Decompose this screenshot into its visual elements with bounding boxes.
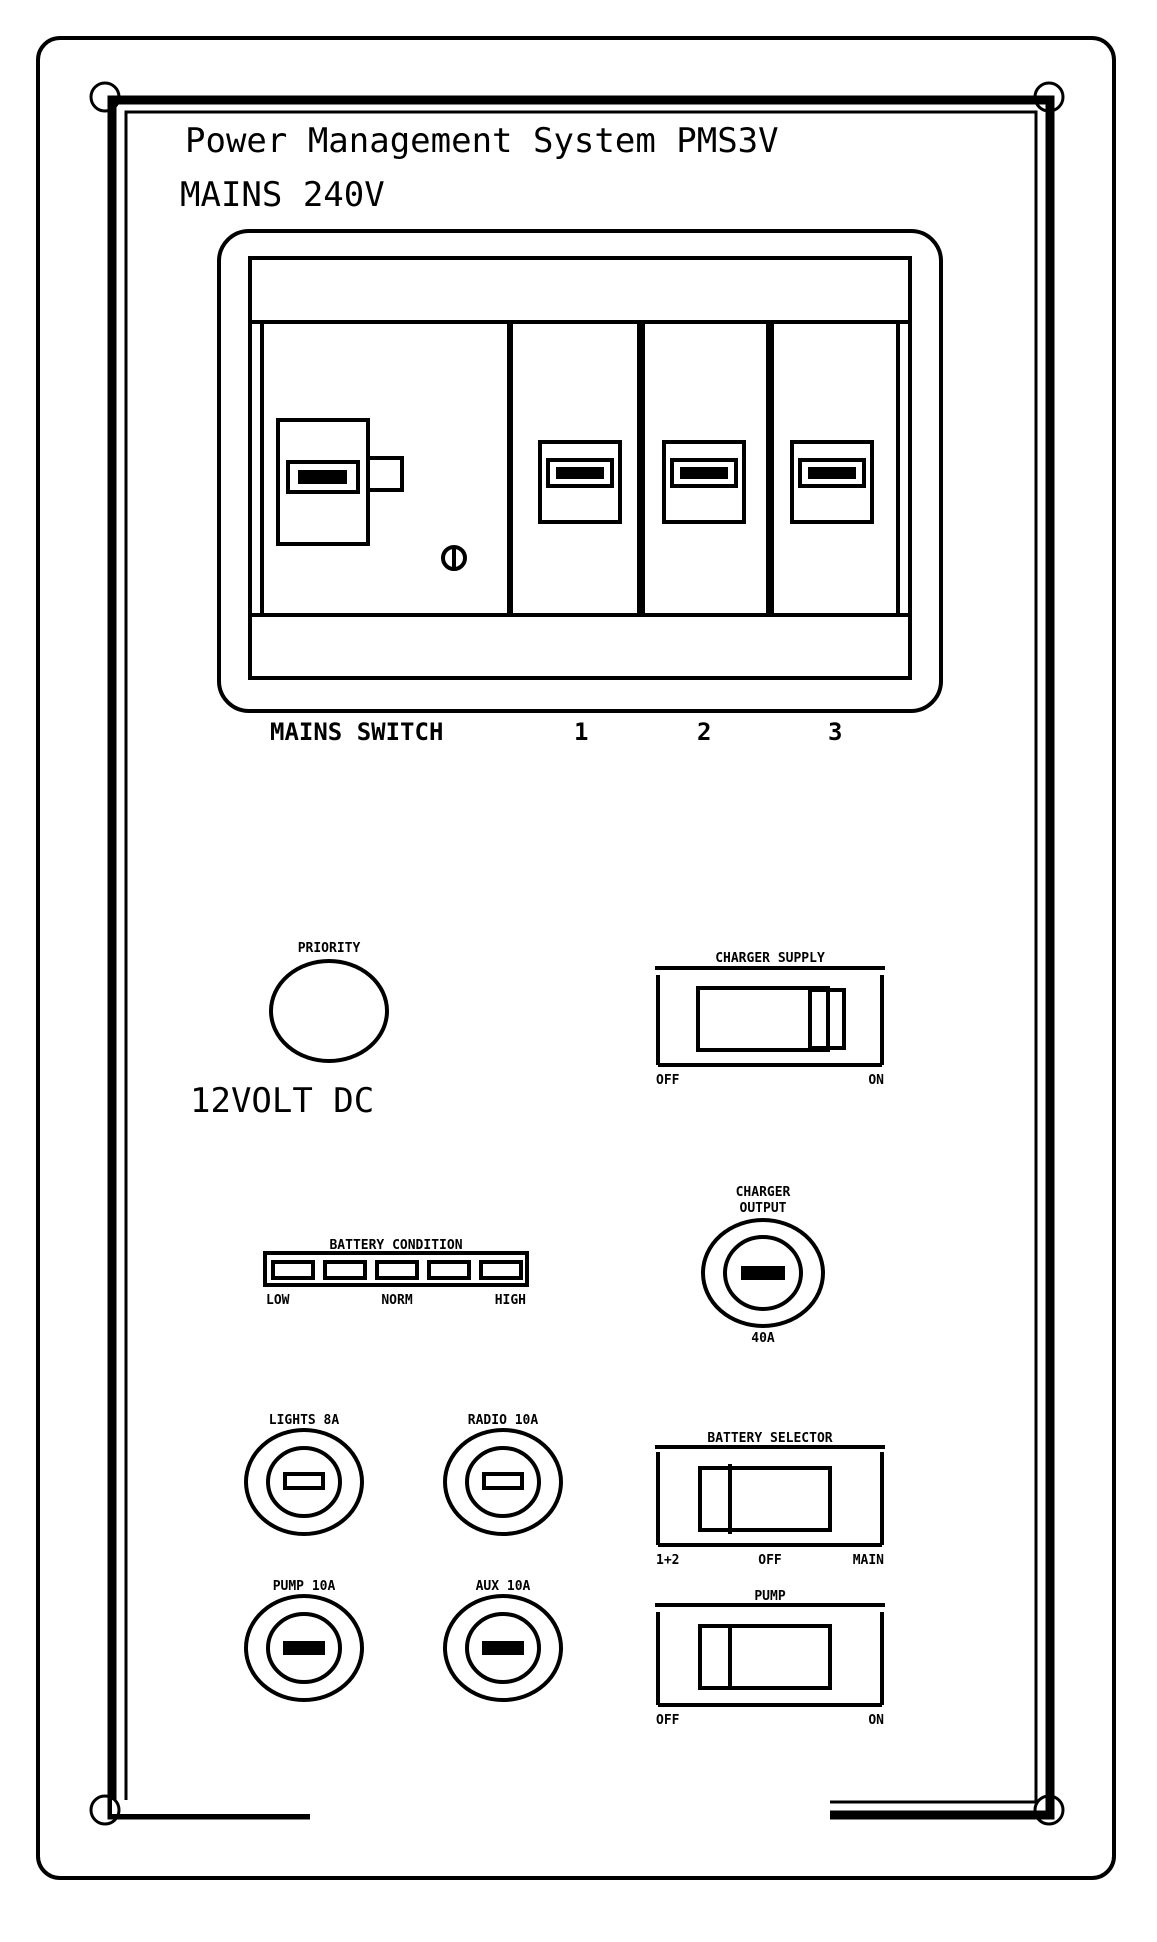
priority-label: PRIORITY xyxy=(298,941,361,956)
battery-selector-label: BATTERY SELECTOR xyxy=(707,1431,832,1446)
charger-supply-off: OFF xyxy=(656,1073,680,1088)
led-indicator xyxy=(271,1260,315,1280)
selector-position-2: OFF xyxy=(758,1553,782,1568)
circuit-breaker-3[interactable] xyxy=(790,440,874,524)
fuse-radio[interactable] xyxy=(443,1428,563,1536)
charger-output-label-2: OUTPUT xyxy=(740,1201,787,1216)
fuse-lights[interactable] xyxy=(244,1428,364,1536)
breaker-enclosure xyxy=(217,229,943,713)
dc-voltage-label: 12VOLT DC xyxy=(190,1081,374,1121)
inner-border xyxy=(107,95,1055,1820)
battery-high-label: HIGH xyxy=(495,1293,526,1308)
circuit-breaker-1[interactable] xyxy=(538,440,622,524)
charger-output-rating: 40A xyxy=(751,1331,775,1346)
screw-hole-icon xyxy=(1033,1794,1065,1826)
battery-norm-label: NORM xyxy=(381,1293,412,1308)
mains-switch-label: MAINS SWITCH xyxy=(270,718,443,746)
battery-low-label: LOW xyxy=(266,1293,290,1308)
screw-hole-icon xyxy=(89,81,121,113)
fuse-charger-output[interactable] xyxy=(701,1218,825,1328)
outer-plate xyxy=(36,36,1116,1880)
screw-hole-icon xyxy=(89,1794,121,1826)
mains-switch[interactable] xyxy=(276,418,467,571)
pump-on: ON xyxy=(868,1713,884,1728)
led-indicator xyxy=(375,1260,419,1280)
circuit-3-label: 3 xyxy=(828,718,842,746)
battery-condition-label: BATTERY CONDITION xyxy=(329,1238,462,1253)
led-indicator xyxy=(479,1260,523,1280)
led-indicator xyxy=(323,1260,367,1280)
led-indicator xyxy=(427,1260,471,1280)
circuit-breaker-2[interactable] xyxy=(662,440,746,524)
priority-indicator xyxy=(269,959,389,1063)
fuse-lights-label: LIGHTS 8A xyxy=(269,1413,340,1428)
selector-position-1: 1+2 xyxy=(656,1553,679,1568)
screw-holes xyxy=(89,81,1065,1826)
selector-position-3: MAIN xyxy=(853,1553,884,1568)
charger-supply-label: CHARGER SUPPLY xyxy=(715,951,825,966)
fuse-aux[interactable] xyxy=(443,1594,563,1702)
battery-selector-switch[interactable] xyxy=(655,1445,885,1547)
pump-switch[interactable] xyxy=(655,1603,885,1707)
screw-hole-icon xyxy=(1033,81,1065,113)
circuit-2-label: 2 xyxy=(697,718,711,746)
mains-voltage-label: MAINS 240V xyxy=(180,175,385,215)
battery-condition-leds xyxy=(263,1251,529,1287)
charger-output-label-1: CHARGER xyxy=(736,1185,791,1200)
circuit-1-label: 1 xyxy=(574,718,588,746)
fuse-pump-label: PUMP 10A xyxy=(273,1579,336,1594)
pump-label: PUMP xyxy=(754,1589,785,1604)
fuse-aux-label: AUX 10A xyxy=(476,1579,531,1594)
pump-off: OFF xyxy=(656,1713,680,1728)
fuse-radio-label: RADIO 10A xyxy=(468,1413,539,1428)
panel-title: Power Management System PMS3V xyxy=(185,121,779,161)
charger-supply-on: ON xyxy=(868,1073,884,1088)
fuse-pump[interactable] xyxy=(244,1594,364,1702)
charger-supply-switch[interactable] xyxy=(655,966,885,1067)
